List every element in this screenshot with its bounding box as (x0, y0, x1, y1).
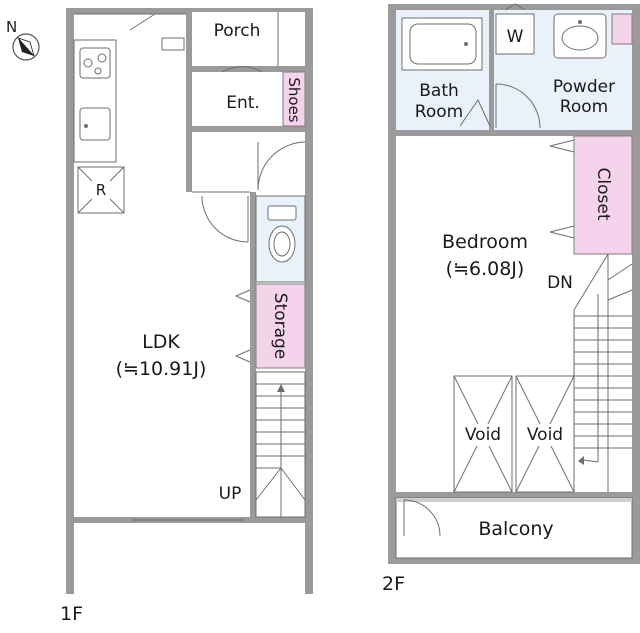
stairs-down-label: DN (547, 273, 573, 293)
storage-label: Storage (270, 293, 290, 360)
compass-north-label: N (6, 18, 17, 36)
bath-label-line1: Bath (419, 81, 459, 101)
floor-1-label: 1F (60, 603, 83, 625)
balcony-label: Balcony (478, 518, 553, 540)
ldk-size-label: (≒10.91J) (116, 358, 207, 380)
stairs-up-label: UP (219, 484, 242, 504)
floor-2: W Bath Room Powder Room Closet Bedroom (… (382, 3, 640, 595)
bedroom-label: Bedroom (442, 231, 528, 253)
bath-label-line2: Room (415, 102, 463, 122)
compass: N (6, 18, 40, 61)
refrigerator-label: R (96, 181, 106, 199)
floor-2-label: 2F (382, 573, 405, 595)
shoes-label: Shoes (285, 77, 303, 122)
powder-label-line2: Room (560, 97, 608, 117)
bedroom-size-label: (≒6.08J) (446, 258, 525, 280)
washer-label: W (507, 27, 524, 47)
ldk-label: LDK (142, 331, 180, 353)
powder-label-line1: Powder (553, 77, 615, 97)
porch-label: Porch (214, 21, 261, 41)
entrance-label: Ent. (226, 93, 260, 113)
void-right-label: Void (527, 425, 563, 445)
void-left-label: Void (465, 425, 501, 445)
closet-label: Closet (593, 168, 613, 221)
floor-1: R Porch Ent. Shoes Storage (60, 8, 313, 625)
